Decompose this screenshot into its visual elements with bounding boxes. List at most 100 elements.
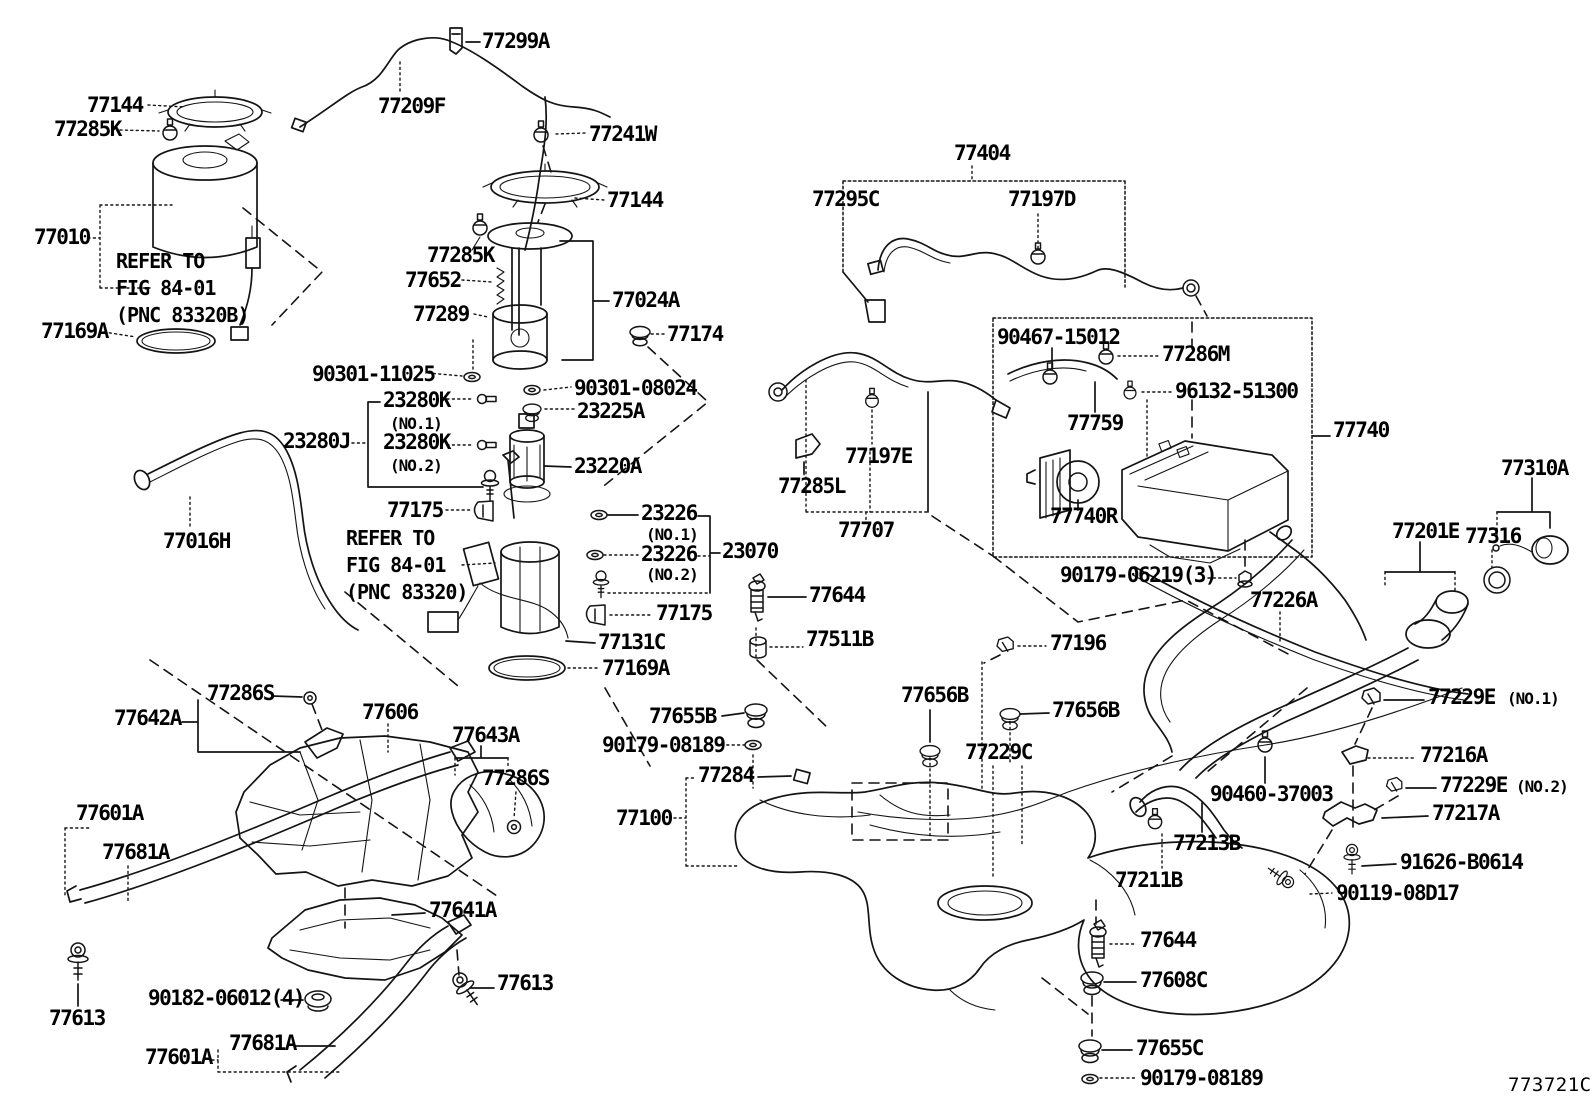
part-label: 77100 <box>616 806 673 830</box>
part-label: (NO.2) <box>390 456 443 475</box>
part-label: 77144 <box>87 93 144 117</box>
part-label: 77613 <box>497 971 554 995</box>
tank-mount-hardware-right <box>1078 919 1107 1085</box>
part-label: 77289 <box>413 302 470 326</box>
part-label: 77613 <box>49 1006 106 1030</box>
part-label: FIG 84-01 <box>346 553 446 577</box>
fuel-hose-77016H <box>133 429 359 631</box>
fuel-pump-and-reserve-cup <box>427 413 610 681</box>
part-label: 90179-08189 <box>1140 1066 1264 1090</box>
part-label: 77175 <box>387 498 444 522</box>
heat-shields-and-straps <box>66 691 545 1083</box>
part-label: 23226 <box>641 542 698 566</box>
part-label: 77641A <box>429 898 497 922</box>
part-label: 90179-08189 <box>602 733 726 757</box>
part-label: 77196 <box>1050 631 1107 655</box>
part-label: REFER TO <box>346 526 435 550</box>
part-label: 23226 <box>641 501 698 525</box>
part-label: 77286M <box>1162 342 1230 366</box>
part-label: 77229E <box>1428 685 1496 709</box>
part-label: 77209F <box>378 94 446 118</box>
part-label: 77010 <box>34 225 91 249</box>
part-label: 23225A <box>577 399 645 423</box>
part-label: 77284 <box>698 763 755 787</box>
part-label: 77740R <box>1050 504 1118 528</box>
part-label: 23070 <box>722 539 779 563</box>
part-label: 77216A <box>1420 743 1488 767</box>
part-label: 23280K <box>383 388 451 412</box>
figure-code: 773721C <box>1508 1074 1592 1096</box>
part-label: 77201E <box>1392 519 1460 543</box>
part-label: 91626-B0614 <box>1400 850 1524 874</box>
part-label: 77286S <box>482 766 550 790</box>
part-label: 77511B <box>806 627 874 651</box>
part-label: 77299A <box>482 29 550 53</box>
fuel-pump-module <box>463 120 651 522</box>
part-label: 77606 <box>362 700 419 724</box>
part-label: 77656B <box>901 683 969 707</box>
part-label: 90179-06219(3) <box>1060 563 1218 587</box>
part-label: 77285K <box>427 243 495 267</box>
part-label: 90460-37003 <box>1210 782 1334 806</box>
part-label: 77211B <box>1115 868 1183 892</box>
part-label: 77404 <box>954 141 1011 165</box>
part-label: 77644 <box>1140 928 1197 952</box>
part-label: 77229E <box>1440 773 1508 797</box>
part-label: 90301-08024 <box>574 376 698 400</box>
fuel-tank <box>734 687 1463 1016</box>
part-label: 77740 <box>1333 418 1390 442</box>
fuel-hose-assembly-77404 <box>842 180 1200 323</box>
part-label: 96132-51300 <box>1175 379 1299 403</box>
part-label: 77016H <box>163 529 231 553</box>
part-label: 77197D <box>1008 187 1076 211</box>
part-label: 77759 <box>1067 411 1124 435</box>
part-label: 23220A <box>574 454 642 478</box>
fuel-vapor-hose-77707 <box>768 351 1011 476</box>
part-label: (PNC 83320) <box>346 580 468 604</box>
part-label: 77144 <box>607 188 664 212</box>
leader-lines <box>64 41 1551 1079</box>
part-label: 23280J <box>283 429 351 453</box>
part-label: 77217A <box>1432 801 1500 825</box>
part-label: 77608C <box>1140 968 1208 992</box>
part-label: (PNC 83320B) <box>116 303 249 327</box>
part-label: 90182-06012(4) <box>148 986 306 1010</box>
part-label: 77024A <box>612 288 680 312</box>
part-label: (NO.1) <box>1507 689 1560 708</box>
part-label: (NO.1) <box>646 525 699 544</box>
part-label: 77174 <box>667 322 724 346</box>
part-label: 90301-11025 <box>312 362 436 386</box>
part-label: 77707 <box>838 518 895 542</box>
part-label: (NO.2) <box>646 565 699 584</box>
part-label: 77295C <box>812 187 880 211</box>
part-label: 77681A <box>229 1031 297 1055</box>
part-label: 77241W <box>589 122 657 146</box>
part-label: 77175 <box>656 601 713 625</box>
part-label: FIG 84-01 <box>116 276 216 300</box>
part-label: 77656B <box>1052 698 1120 722</box>
part-label: (NO.1) <box>390 414 443 433</box>
part-label: 23280K <box>383 430 451 454</box>
part-label: 77285L <box>778 474 846 498</box>
part-label: 77226A <box>1250 588 1318 612</box>
part-label: 77681A <box>102 840 170 864</box>
part-label: 77644 <box>809 583 866 607</box>
part-label: 90119-08D17 <box>1336 881 1460 905</box>
part-label: 77169A <box>41 319 109 343</box>
part-label: 77131C <box>598 630 666 654</box>
charcoal-canister-assembly <box>992 317 1313 588</box>
part-label: 77316 <box>1465 524 1522 548</box>
part-label: (NO.2) <box>1516 777 1569 796</box>
breather-tube-assembly <box>290 27 611 251</box>
part-label: 77601A <box>145 1045 213 1069</box>
part-label: 77643A <box>452 723 520 747</box>
part-label: 77601A <box>76 801 144 825</box>
part-label: 77197E <box>845 444 913 468</box>
part-label: 90467-15012 <box>997 325 1121 349</box>
part-label: 77655C <box>1136 1036 1204 1060</box>
dashed-construction-lines <box>149 145 1399 1037</box>
part-label: 77169A <box>602 656 670 680</box>
